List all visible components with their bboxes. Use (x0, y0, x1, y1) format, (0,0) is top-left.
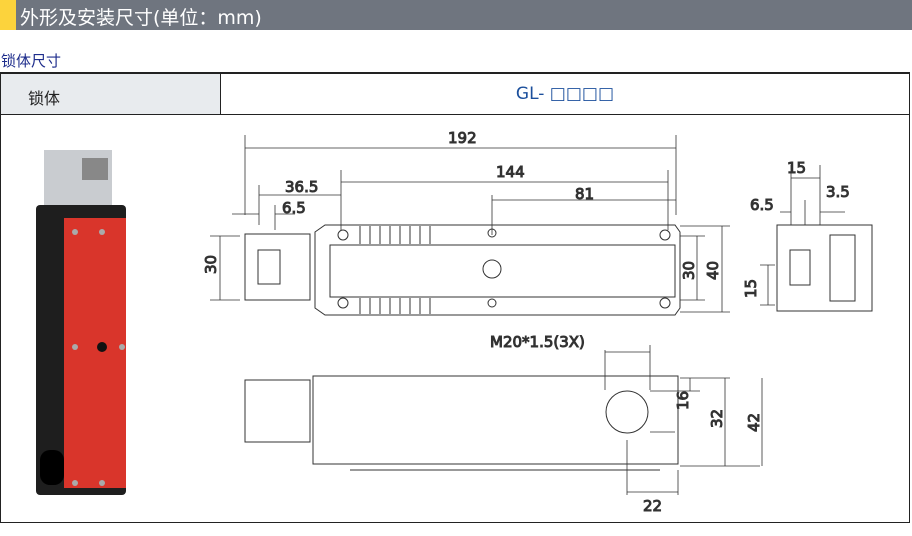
dim-81: 81 (575, 185, 594, 203)
dim-32: 32 (708, 409, 726, 428)
dim-30-right: 30 (680, 261, 698, 280)
section-title: 外形及安装尺寸(单位：mm) (20, 7, 262, 29)
dim-3-5: 3.5 (826, 183, 850, 201)
dim-42: 42 (745, 413, 763, 432)
table-header-model-cell: GL- □□□□ (221, 74, 909, 115)
dim-15-top: 15 (787, 159, 806, 177)
dimension-table: 锁体 GL- □□□□ (0, 72, 910, 523)
dim-6-5: 6.5 (282, 199, 306, 217)
model-label: GL- □□□□ (515, 84, 615, 104)
product-photo (36, 150, 126, 495)
side-view (244, 375, 679, 471)
dim-15-end: 15 (742, 279, 760, 298)
end-view (776, 224, 873, 312)
dim-16: 16 (674, 391, 692, 410)
cell-label: 锁体 (28, 89, 61, 108)
dim-144: 144 (496, 163, 525, 181)
dim-40: 40 (704, 261, 722, 280)
table-header-label-cell: 锁体 (1, 74, 221, 115)
top-view (244, 224, 681, 316)
dimension-lines (210, 135, 845, 495)
dim-36-5: 36.5 (285, 178, 318, 196)
section-header: 外形及安装尺寸(单位：mm) (0, 0, 912, 30)
dim-6-5-end: 6.5 (750, 196, 774, 214)
thread-spec: M20*1.5(3X) (490, 333, 585, 351)
dim-30-left: 30 (202, 255, 220, 274)
subsection-title: 锁体尺寸 (1, 52, 62, 70)
header-accent (0, 0, 16, 30)
dim-22: 22 (643, 497, 662, 515)
dim-192: 192 (448, 129, 477, 147)
